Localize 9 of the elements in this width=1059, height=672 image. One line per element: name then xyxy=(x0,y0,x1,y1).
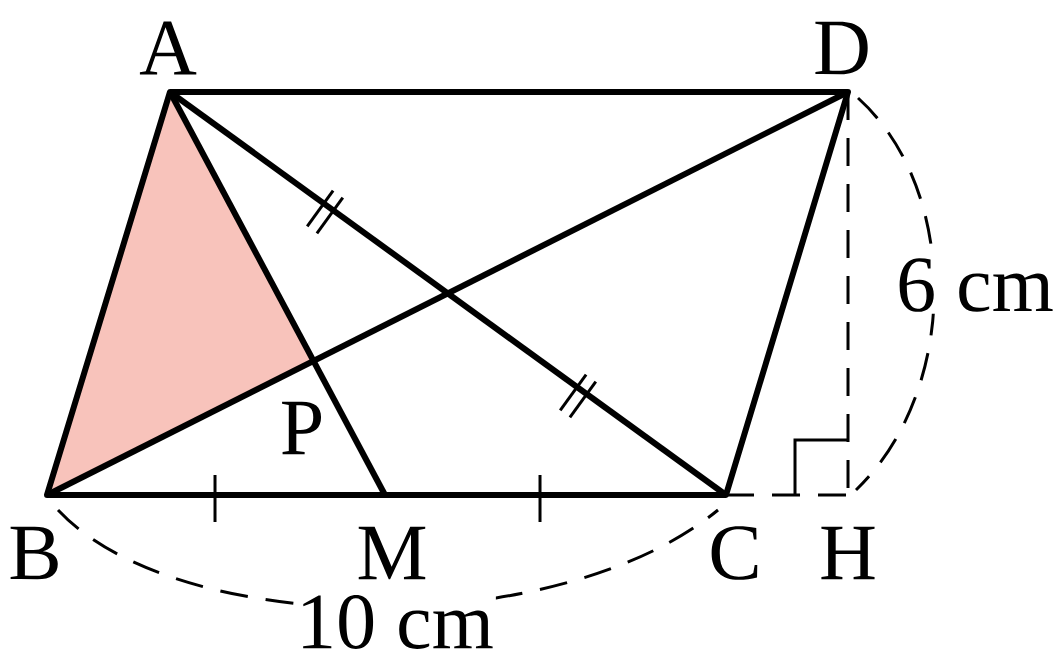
point-label: 6 cm xyxy=(894,256,1056,314)
point-label: P xyxy=(282,401,322,455)
point-label: H xyxy=(821,526,875,580)
point-label: A xyxy=(139,21,197,75)
point-label: 10 cm xyxy=(294,593,496,651)
point-label: B xyxy=(10,526,58,580)
point-label: M xyxy=(358,526,426,580)
point-label: C xyxy=(711,526,758,580)
point-label: D xyxy=(815,21,868,75)
